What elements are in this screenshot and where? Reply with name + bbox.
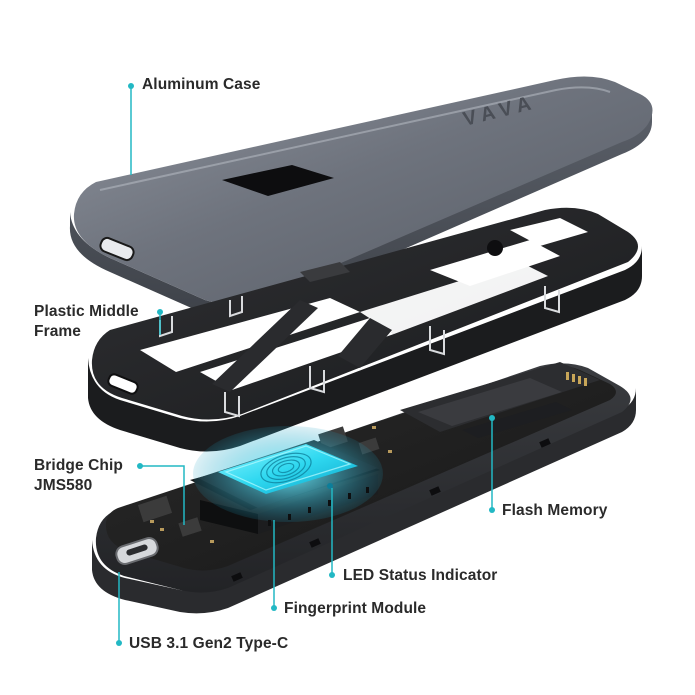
led-status-light [327, 483, 333, 489]
label-led-status: LED Status Indicator [343, 567, 498, 584]
case-usb-opening [99, 236, 135, 262]
fingerprint-module [190, 426, 383, 534]
label-middle-frame-line2: Frame [34, 323, 82, 340]
callout-dots [116, 83, 495, 646]
label-bridge-chip-line1: Bridge Chip [34, 457, 123, 474]
label-aluminum-case: Aluminum Case [142, 76, 261, 93]
callout-leader-lines [118, 86, 493, 643]
plastic-middle-frame [88, 207, 642, 452]
label-middle-frame-line1: Plastic Middle [34, 303, 139, 320]
label-bridge-chip-line2: JMS580 [34, 477, 93, 494]
label-usb: USB 3.1 Gen2 Type-C [129, 635, 289, 652]
case-window-cutout [222, 165, 334, 196]
leader-bridge-chip [140, 465, 185, 525]
label-flash-memory: Flash Memory [502, 502, 608, 519]
label-fingerprint: Fingerprint Module [284, 600, 427, 617]
